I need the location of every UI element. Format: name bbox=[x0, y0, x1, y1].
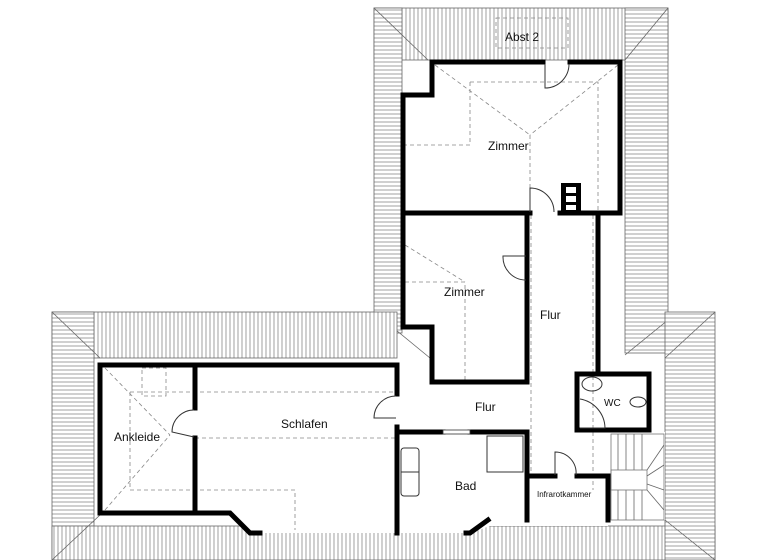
room-labels: Abst 2 Zimmer Zimmer Flur Flur WC Anklei… bbox=[114, 30, 621, 499]
door-infrarotkammer[interactable] bbox=[554, 451, 577, 476]
wc-sink-icon bbox=[581, 376, 603, 392]
ceiling-slope-lines bbox=[104, 64, 619, 530]
label-infrarotkammer: Infrarotkammer bbox=[537, 490, 592, 499]
toilet-icon bbox=[629, 396, 647, 408]
door-schlafen[interactable] bbox=[373, 395, 397, 419]
window-bad bbox=[442, 429, 471, 435]
label-zimmer-2: Zimmer bbox=[444, 285, 485, 299]
label-abst: Abst 2 bbox=[505, 30, 539, 44]
shower-icon bbox=[486, 435, 524, 473]
roof-upper-wing bbox=[373, 7, 669, 359]
label-flur-2: Flur bbox=[475, 400, 496, 414]
label-wc: WC bbox=[604, 398, 621, 409]
label-ankleide: Ankleide bbox=[114, 430, 160, 444]
roof-lower-wing bbox=[51, 311, 716, 560]
walls bbox=[97, 59, 652, 536]
door-zimmer-1[interactable] bbox=[529, 187, 555, 213]
door-zimmer-2[interactable] bbox=[502, 255, 527, 281]
staircase bbox=[610, 433, 665, 521]
door-zimmer-1-top[interactable] bbox=[544, 63, 570, 89]
label-bad: Bad bbox=[455, 479, 476, 493]
label-zimmer-1: Zimmer bbox=[488, 139, 529, 153]
floor-area bbox=[100, 62, 665, 533]
label-schlafen: Schlafen bbox=[281, 417, 328, 431]
door-ankleide[interactable] bbox=[171, 409, 195, 438]
label-flur-1: Flur bbox=[540, 308, 561, 322]
door-wc[interactable] bbox=[579, 398, 606, 429]
doors bbox=[171, 63, 606, 476]
fixtures bbox=[400, 183, 647, 497]
